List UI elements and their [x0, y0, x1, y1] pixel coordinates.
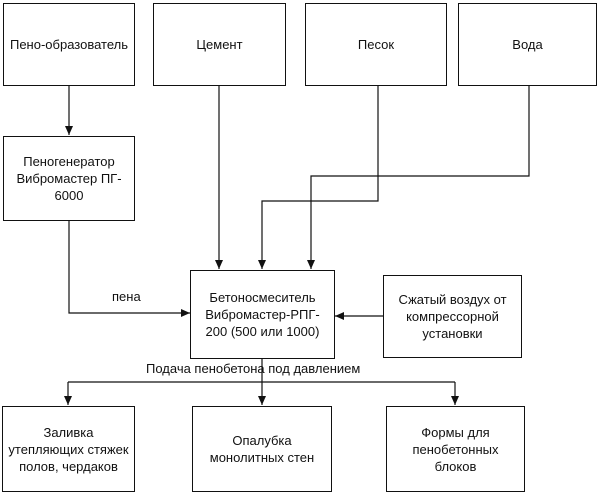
foaming-agent-label: Пено-образователь: [9, 37, 128, 52]
foaming-agent-node: Пено-образователь: [3, 3, 135, 86]
foam-generator-label: Пеногенератор Вибромастер ПГ- 6000: [16, 154, 122, 203]
cement-label: Цемент: [196, 37, 243, 52]
water-label: Вода: [512, 37, 543, 52]
cement-node: Цемент: [153, 3, 286, 86]
monolithic-formwork-node: Опалубка монолитных стен: [192, 406, 332, 492]
edge-sand-to-mixer: [258, 86, 379, 269]
compressed-air-label: Сжатый воздух от компрессорной установки: [398, 292, 507, 341]
monolithic-formwork-label: Опалубка монолитных стен: [209, 433, 315, 465]
sand-node: Песок: [305, 3, 447, 86]
block-molds-node: Формы для пенобетонных блоков: [386, 406, 525, 492]
foam-generator-node: Пеногенератор Вибромастер ПГ- 6000: [3, 136, 135, 221]
sand-label: Песок: [357, 37, 395, 52]
water-node: Вода: [458, 3, 597, 86]
mixer-node: Бетоносмеситель Вибромастер-РПГ- 200 (50…: [190, 270, 335, 359]
edge-water-to-mixer: [307, 86, 530, 269]
block-molds-label: Формы для пенобетонных блоков: [412, 424, 499, 474]
pour-screeds-node: Заливка утепляющих стяжек полов, чердако…: [2, 406, 135, 492]
edge-generator-to-mixer: [68, 221, 190, 317]
compressed-air-node: Сжатый воздух от компрессорной установки: [383, 275, 522, 358]
pour-screeds-label: Заливка утепляющих стяжек полов, чердако…: [8, 424, 129, 474]
mixer-label: Бетоносмеситель Вибромастер-РПГ- 200 (50…: [205, 290, 320, 339]
supply-edge-label: Подача пенобетона под давлением: [146, 361, 361, 376]
foam-edge-label: пена: [112, 289, 141, 304]
